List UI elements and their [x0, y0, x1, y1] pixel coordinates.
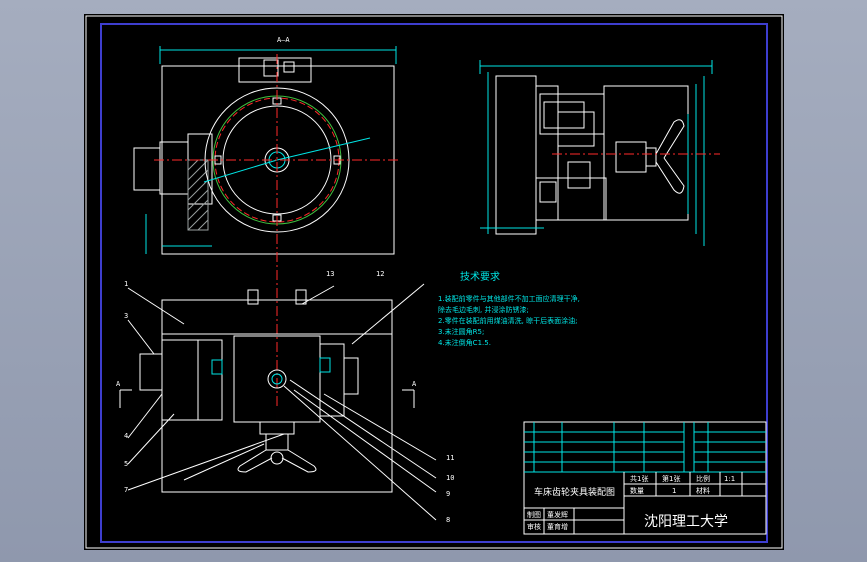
- title-block: [523, 421, 767, 535]
- part-number: 13: [326, 270, 334, 278]
- tech-requirements: 技术要求 1.装配前零件与其他部件不加工面应清理干净, 除去毛边毛刺, 并浸涂防…: [438, 270, 580, 347]
- part-number-labels: 1 3 4 5 7 8 9 10 11 12 13: [124, 270, 454, 524]
- part-number: 9: [446, 490, 450, 498]
- title-block-text: 车床齿轮夹具装配图 共1张 第1张 比例 1:1 数量 1 材料 制图 董发辉 …: [527, 474, 735, 531]
- assembly-drawing: A—A: [85, 15, 783, 549]
- tech-req-line: 4.未注倒角C1.5.: [438, 338, 491, 347]
- tech-req-line: 1.装配前零件与其他部件不加工面应清理干净,: [438, 294, 580, 303]
- quantity-label: 数量: [630, 486, 644, 495]
- tech-req-line: 2.零件在装配前用煤油清洗, 晾干后表面涂油;: [438, 316, 578, 325]
- outer-border: [85, 15, 783, 549]
- sheet-total: 共1张: [630, 474, 648, 483]
- quantity-value: 1: [672, 487, 676, 495]
- front-view: [119, 283, 437, 521]
- section-arrow-right: A: [412, 380, 417, 388]
- section-arrow-left: A: [116, 380, 121, 388]
- checker-label: 审核: [527, 522, 541, 531]
- checker-name: 董育增: [547, 522, 568, 531]
- section-view-a-a: A—A: [133, 36, 397, 255]
- part-number: 12: [376, 270, 384, 278]
- inner-frame: [100, 23, 768, 543]
- scale-label: 比例: [696, 474, 710, 483]
- side-view: [479, 60, 720, 246]
- part-number: 8: [446, 516, 450, 524]
- material-label: 材料: [696, 486, 710, 495]
- part-number: 11: [446, 454, 454, 462]
- scale-value: 1:1: [724, 475, 735, 483]
- drawing-sheet[interactable]: A—A: [84, 14, 784, 550]
- school-name: 沈阳理工大学: [644, 514, 728, 530]
- tech-req-line: 除去毛边毛刺, 并浸涂防锈漆;: [438, 305, 529, 314]
- sheet-number: 第1张: [662, 474, 680, 483]
- part-number: 3: [124, 312, 128, 320]
- designer-name: 董发辉: [547, 510, 568, 519]
- part-number: 1: [124, 280, 128, 288]
- part-number: 4: [124, 432, 128, 440]
- section-label: A—A: [277, 36, 290, 44]
- designer-label: 制图: [527, 510, 541, 519]
- part-number: 10: [446, 474, 454, 482]
- part-number: 7: [124, 486, 128, 494]
- tech-requirements-title: 技术要求: [460, 270, 500, 283]
- tech-req-line: 3.未注圆角R5;: [438, 327, 484, 336]
- drawing-title: 车床齿轮夹具装配图: [534, 486, 615, 498]
- part-number: 5: [124, 460, 128, 468]
